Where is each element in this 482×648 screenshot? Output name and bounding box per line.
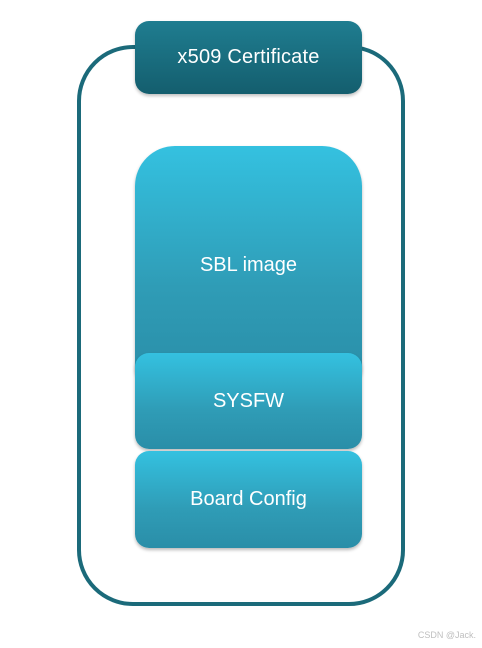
sysfw-block: SYSFW — [135, 353, 362, 449]
watermark: CSDN @Jack. — [417, 630, 476, 640]
sbl-image-block: SBL image — [135, 146, 362, 382]
board-config-block: Board Config — [135, 451, 362, 548]
x509-certificate-header: x509 Certificate — [135, 21, 362, 94]
sysfw-label: SYSFW — [212, 389, 285, 412]
board-config-label: Board Config — [190, 488, 307, 510]
certificate-label: x509 Certificate — [177, 46, 320, 68]
sbl-image-label: SBL image — [199, 254, 298, 276]
